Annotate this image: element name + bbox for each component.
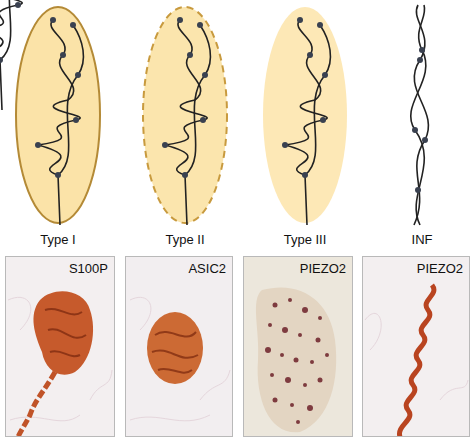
fibre-dots [282,17,328,178]
stain-label: S100P [69,262,108,276]
type-label: Type I [40,233,75,247]
type-label: INF [412,233,433,247]
micrograph-panel: PIEZO2 [362,256,470,437]
stain-label: PIEZO2 [417,262,463,276]
stained-corpuscle [147,312,203,384]
stain-label: PIEZO2 [300,262,346,276]
stained-fibre [399,285,433,437]
stain-label: ASIC2 [188,262,226,276]
fibre-dots [35,17,81,178]
free-fibre [411,5,429,225]
type-label: Type III [284,233,327,247]
type-label: Type II [165,233,204,247]
micrograph-panel: S100P [5,256,115,437]
stained-corpuscle [18,291,93,437]
fibre-dots [162,17,208,178]
stained-corpuscle [256,287,336,432]
micrograph-panel: PIEZO2 [243,256,353,437]
micrograph-panel: ASIC2 [125,256,233,437]
